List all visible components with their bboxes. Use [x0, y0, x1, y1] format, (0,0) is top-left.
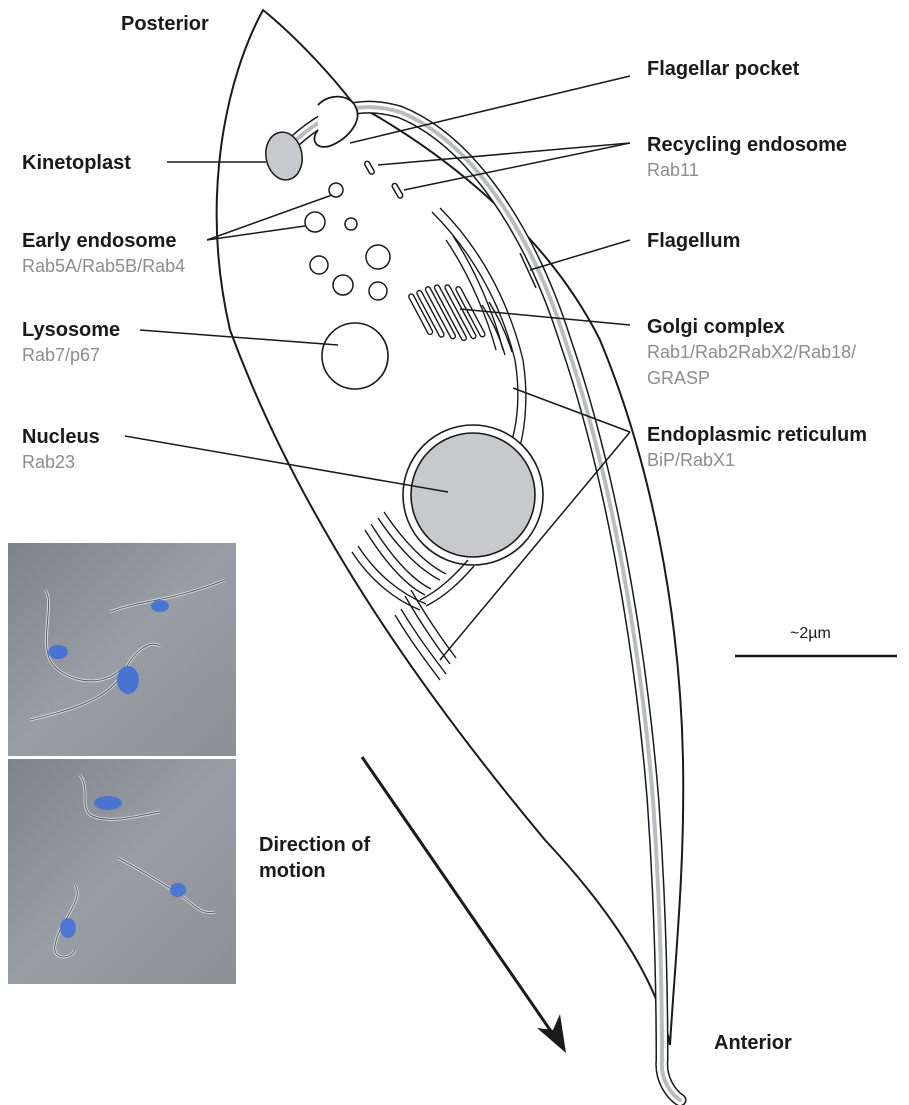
- label-recycling-endosome: Recycling endosome: [647, 133, 847, 157]
- sublabel-nucleus: Rab23: [22, 451, 75, 473]
- recycling-endosome: [391, 183, 403, 199]
- recycling-endosome: [364, 160, 375, 175]
- label-lysosome: Lysosome: [22, 318, 120, 342]
- sublabel-recycling-endosome: Rab11: [647, 159, 699, 181]
- label-endoplasmic-reticulum: Endoplasmic reticulum: [647, 423, 867, 447]
- label-kinetoplast: Kinetoplast: [22, 151, 131, 175]
- sublabel-golgi-line1: Rab1/Rab2RabX2/Rab18/: [647, 341, 856, 363]
- label-direction-line1: Direction of: [259, 833, 370, 857]
- flagellar-pocket: [314, 97, 357, 147]
- direction-arrow: [362, 757, 557, 1040]
- nucleus: [411, 433, 535, 557]
- label-golgi-complex: Golgi complex: [647, 315, 785, 339]
- label-early-endosome: Early endosome: [22, 229, 177, 253]
- sublabel-golgi-line2: GRASP: [647, 367, 710, 389]
- sublabel-er: BiP/RabX1: [647, 449, 735, 471]
- label-nucleus: Nucleus: [22, 425, 100, 449]
- label-posterior: Posterior: [121, 12, 209, 36]
- lysosome: [322, 323, 388, 389]
- label-direction-line2: motion: [259, 859, 326, 883]
- label-flagellum: Flagellum: [647, 229, 740, 253]
- label-flagellar-pocket: Flagellar pocket: [647, 57, 799, 81]
- golgi-complex: [408, 284, 486, 341]
- scale-bar-label: ~2µm: [790, 623, 831, 645]
- micrograph-top: [8, 543, 236, 756]
- label-anterior: Anterior: [714, 1031, 792, 1055]
- micrograph-bottom: [8, 759, 236, 984]
- sublabel-early-endosome: Rab5A/Rab5B/Rab4: [22, 255, 185, 277]
- sublabel-lysosome: Rab7/p67: [22, 344, 100, 366]
